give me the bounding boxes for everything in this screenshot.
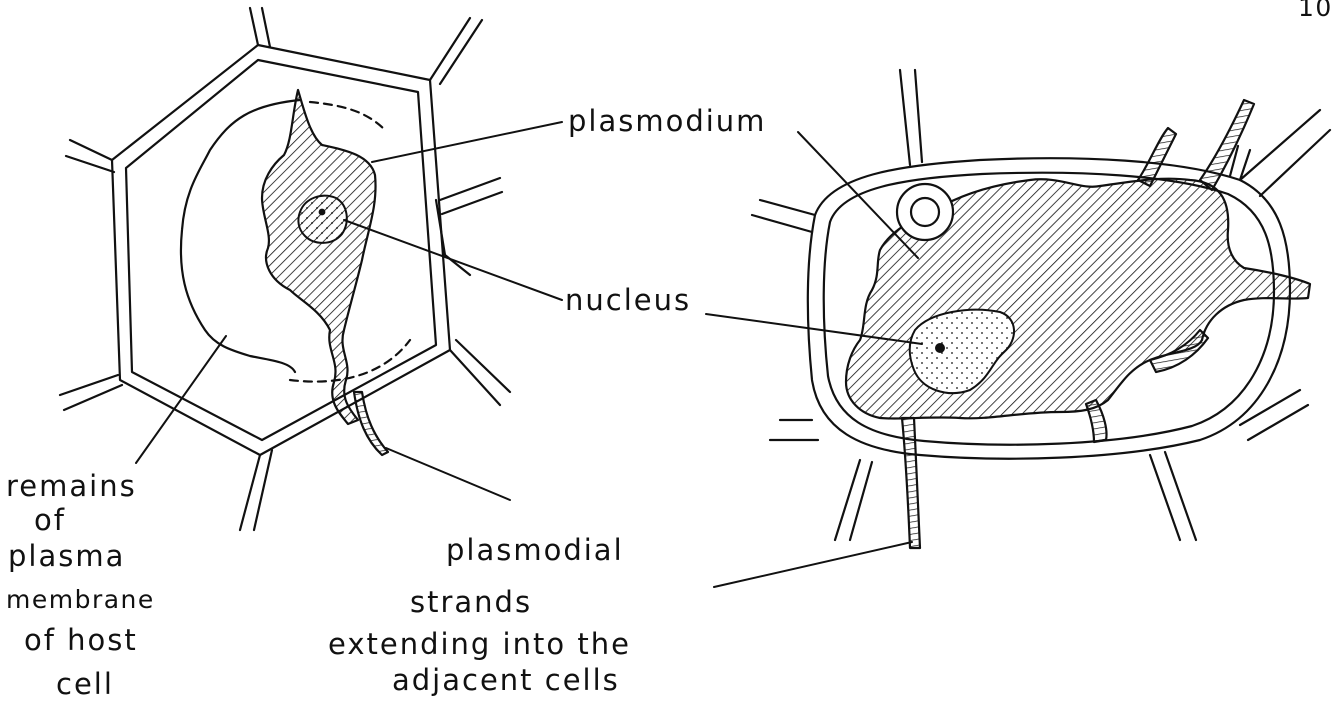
leader-nucleus-left (344, 220, 562, 300)
left-nucleus (298, 196, 346, 243)
label-strands-line-4: adjacent cells (392, 663, 620, 697)
leader-strand-right (714, 542, 912, 587)
label-remains-line-3: plasma (8, 539, 125, 573)
label-strands-line-3: extending into the (328, 627, 631, 661)
leader-membrane (136, 336, 226, 463)
leader-plasmodium-right (798, 132, 918, 258)
leader-lines (136, 122, 922, 587)
label-strands-line-2: strands (410, 585, 532, 619)
label-remains-line-6: cell (56, 667, 114, 701)
left-host-cell (60, 8, 510, 530)
page-number: 10 (1298, 0, 1333, 22)
label-remains-line-2: of (34, 503, 66, 537)
vacuole-inner (911, 198, 939, 226)
left-plasmodium (262, 90, 376, 424)
leader-plasmodium-left (372, 122, 562, 162)
left-nucleolus (319, 209, 326, 216)
label-remains-line-5: of host (24, 623, 138, 657)
right-nucleolus (935, 343, 945, 353)
right-host-cell (752, 70, 1330, 548)
label-plasmodial-strands: plasmodial strands extending into the ad… (328, 533, 631, 697)
label-strands-line-1: plasmodial (446, 533, 624, 567)
left-plasmodial-strand (354, 392, 388, 455)
right-plasmodial-strand (902, 418, 920, 548)
label-remains-line-4: membrane (6, 585, 155, 614)
label-remains-line-1: remains (6, 469, 137, 503)
leader-strand-left (386, 448, 510, 500)
label-nucleus: nucleus (565, 283, 691, 317)
label-remains-of-plasma-membrane: remains of plasma membrane of host cell (6, 469, 155, 701)
label-plasmodium: plasmodium (568, 104, 766, 138)
